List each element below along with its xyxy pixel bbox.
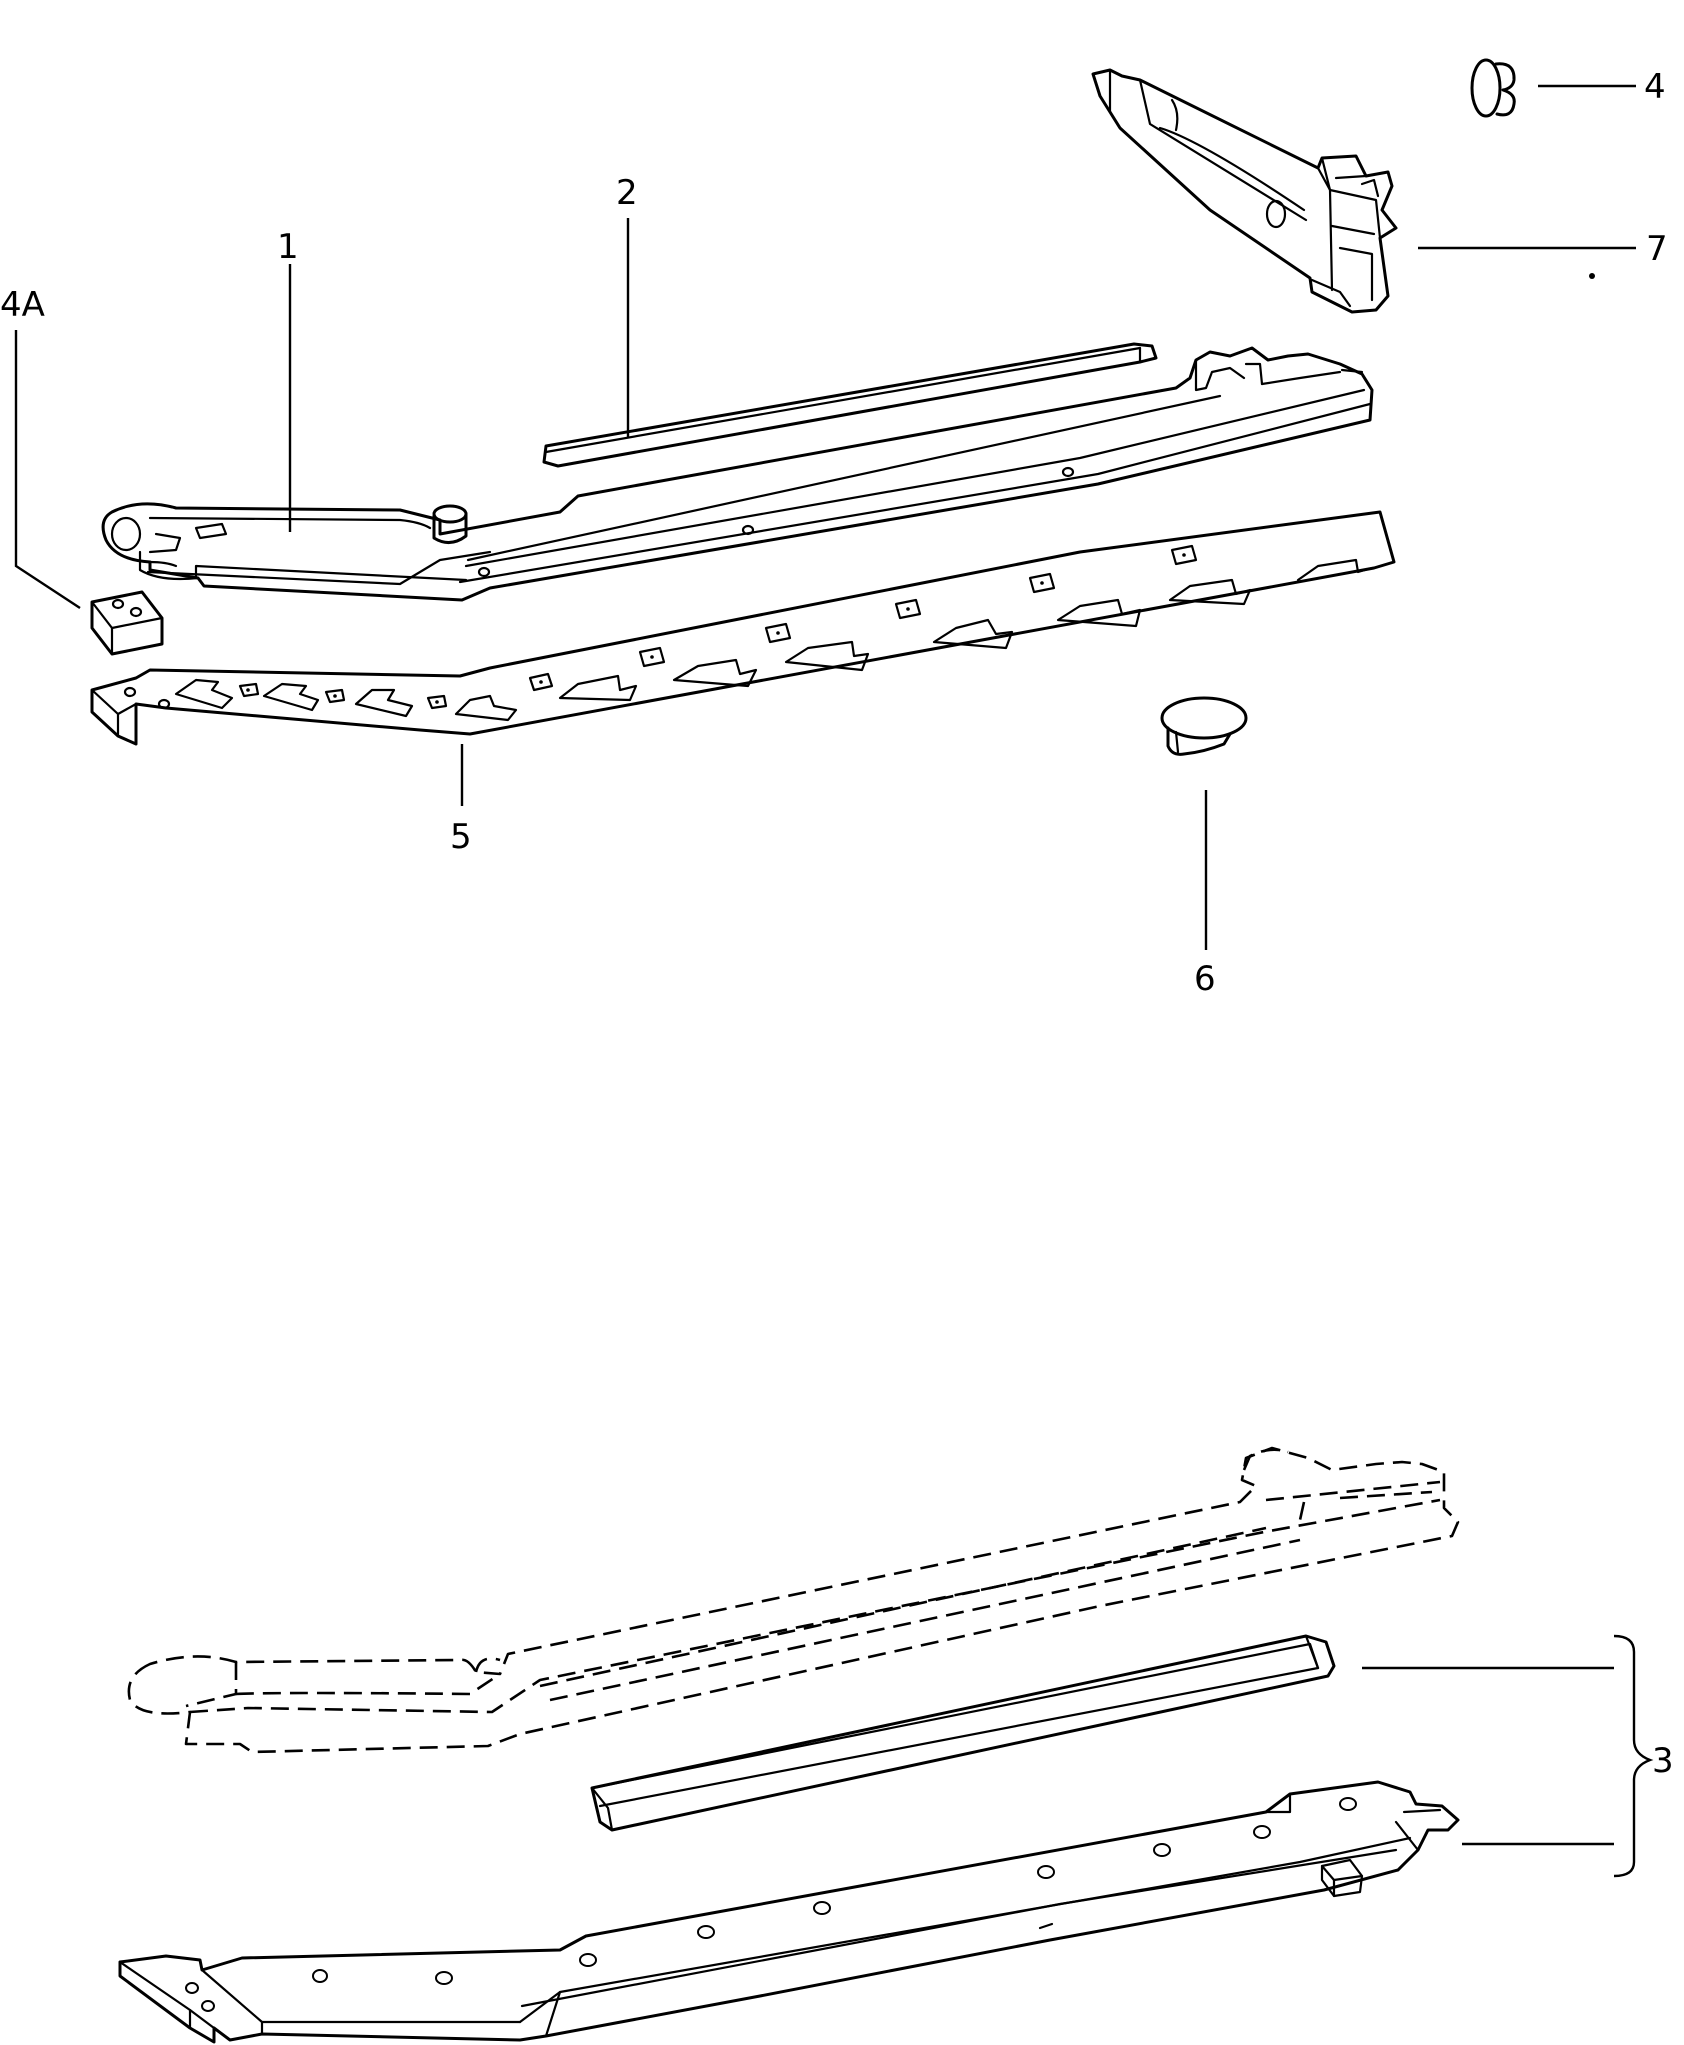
callout-6: 6 [1194, 959, 1216, 999]
callout-2: 2 [616, 173, 638, 213]
part-4-grommet [1470, 58, 1516, 118]
callout-1: 1 [277, 227, 299, 267]
callout-5: 5 [450, 817, 472, 857]
leader-4a [14, 330, 81, 610]
callout-3: 3 [1652, 1741, 1674, 1781]
part-7-bracket [1091, 68, 1398, 314]
callout-4: 4 [1644, 67, 1666, 107]
part-1-sill [101, 346, 1374, 602]
leader-3 [1362, 1634, 1654, 1878]
part-5-plate [90, 510, 1396, 746]
callout-7: 7 [1646, 229, 1668, 269]
part-6-plug [1160, 696, 1248, 756]
part-2-rail [542, 342, 1158, 468]
part-3-phantom-sill [127, 1446, 1460, 1754]
part-3-channel [590, 1634, 1336, 1832]
part-4a-block [90, 590, 164, 656]
callout-4a: 4A [0, 285, 45, 325]
part-3-reinforcement [118, 1780, 1460, 2044]
stray-dot [1589, 273, 1595, 279]
